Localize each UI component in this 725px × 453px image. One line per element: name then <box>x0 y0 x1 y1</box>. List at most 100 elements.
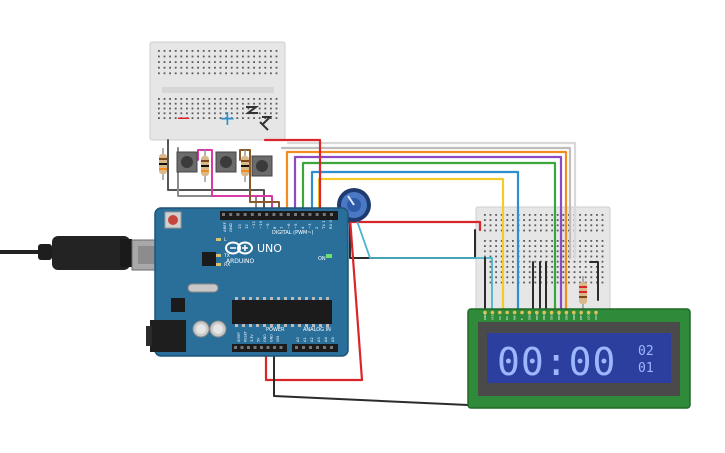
breadboard-hole[interactable] <box>528 250 531 253</box>
breadboard-hole[interactable] <box>601 276 604 279</box>
breadboard-hole[interactable] <box>484 214 486 216</box>
breadboard-hole[interactable] <box>506 271 509 273</box>
lcd-pin-pad[interactable] <box>512 310 517 315</box>
breadboard-hole[interactable] <box>191 102 194 105</box>
breadboard-hole[interactable] <box>275 61 278 63</box>
breadboard-hole[interactable] <box>202 55 205 58</box>
breadboard-hole[interactable] <box>596 214 598 216</box>
wire-brown[interactable] <box>239 149 280 214</box>
breadboard-hole[interactable] <box>601 266 604 268</box>
breadboard-hole[interactable] <box>258 98 261 100</box>
breadboard-hole[interactable] <box>551 250 553 253</box>
breadboard-hole[interactable] <box>208 72 211 75</box>
breadboard-hole[interactable] <box>556 276 559 279</box>
breadboard-hole[interactable] <box>214 72 216 75</box>
breadboard-hole[interactable] <box>489 245 492 247</box>
breadboard-hole[interactable] <box>186 112 188 115</box>
breadboard-hole[interactable] <box>523 240 525 242</box>
breadboard-hole[interactable] <box>197 107 199 110</box>
breadboard-hole[interactable] <box>264 102 267 105</box>
breadboard-hole[interactable] <box>579 250 581 253</box>
breadboard-hole[interactable] <box>236 55 239 58</box>
wire-red[interactable] <box>328 220 482 232</box>
breadboard-hole[interactable] <box>506 250 509 253</box>
breadboard-hole[interactable] <box>158 55 160 58</box>
breadboard-hole[interactable] <box>253 61 255 63</box>
breadboard-hole[interactable] <box>253 117 255 119</box>
breadboard-hole[interactable] <box>579 229 581 232</box>
breadboard-hole[interactable] <box>500 281 503 284</box>
breadboard-hole[interactable] <box>506 245 509 247</box>
breadboard-hole[interactable] <box>590 219 593 221</box>
breadboard-hole[interactable] <box>528 276 531 279</box>
breadboard-hole[interactable] <box>579 214 581 216</box>
breadboard-hole[interactable] <box>219 98 222 100</box>
wire-gray[interactable] <box>280 146 572 260</box>
breadboard-hole[interactable] <box>258 61 261 63</box>
lcd-pin-pad[interactable] <box>564 310 569 315</box>
breadboard-hole[interactable] <box>489 276 492 279</box>
lcd-pin-pad[interactable] <box>505 310 510 315</box>
breadboard-hole[interactable] <box>562 281 565 284</box>
breadboard-hole[interactable] <box>230 72 233 75</box>
breadboard-hole[interactable] <box>186 102 188 105</box>
breadboard-hole[interactable] <box>236 61 239 63</box>
wire-pink[interactable] <box>197 149 273 214</box>
digital-pin-hole[interactable] <box>308 213 312 216</box>
breadboard-hole[interactable] <box>528 281 531 284</box>
breadboard-hole[interactable] <box>484 224 486 227</box>
breadboard-hole[interactable] <box>495 229 497 232</box>
breadboard-hole[interactable] <box>202 107 205 110</box>
breadboard-hole[interactable] <box>506 255 509 258</box>
breadboard-hole[interactable] <box>523 224 525 227</box>
wire-green[interactable] <box>301 161 557 312</box>
breadboard-hole[interactable] <box>512 224 514 227</box>
breadboard-hole[interactable] <box>551 281 553 284</box>
breadboard-hole[interactable] <box>590 214 593 216</box>
breadboard-hole[interactable] <box>523 214 525 216</box>
breadboard-hole[interactable] <box>495 219 497 221</box>
breadboard-hole[interactable] <box>596 266 598 268</box>
breadboard-hole[interactable] <box>270 112 272 115</box>
breadboard-hole[interactable] <box>523 229 525 232</box>
resistor-3[interactable] <box>241 150 249 182</box>
analog-pin-hole[interactable] <box>302 346 305 349</box>
breadboard-hole[interactable] <box>601 240 604 242</box>
breadboard-hole[interactable] <box>506 219 509 221</box>
breadboard-hole[interactable] <box>214 117 216 119</box>
breadboard-hole[interactable] <box>163 61 166 63</box>
power-pin-hole[interactable] <box>266 346 270 349</box>
breadboard-hole[interactable] <box>500 245 503 247</box>
breadboard-hole[interactable] <box>500 214 503 216</box>
breadboard-hole[interactable] <box>562 219 565 221</box>
breadboard-hole[interactable] <box>169 66 171 69</box>
wire-red[interactable] <box>263 138 322 220</box>
breadboard-hole[interactable] <box>230 66 233 69</box>
breadboard-hole[interactable] <box>242 55 244 58</box>
breadboard-hole[interactable] <box>534 250 537 253</box>
wire-cyan[interactable] <box>355 217 493 311</box>
breadboard-hole[interactable] <box>506 224 509 227</box>
breadboard-hole[interactable] <box>242 50 244 52</box>
breadboard-hole[interactable] <box>562 250 565 253</box>
breadboard-hole[interactable] <box>534 260 537 263</box>
breadboard-hole[interactable] <box>506 276 509 279</box>
breadboard-hole[interactable] <box>596 255 598 258</box>
breadboard-hole[interactable] <box>253 66 255 69</box>
breadboard-hole[interactable] <box>264 98 267 100</box>
breadboard-hole[interactable] <box>579 260 581 263</box>
breadboard-hole[interactable] <box>230 112 233 115</box>
breadboard-hole[interactable] <box>202 102 205 105</box>
breadboard-hole[interactable] <box>489 260 492 263</box>
breadboard-hole[interactable] <box>219 102 222 105</box>
breadboard-hole[interactable] <box>556 260 559 263</box>
breadboard-hole[interactable] <box>275 72 278 75</box>
breadboard-hole[interactable] <box>180 107 183 110</box>
lcd-pin-pad[interactable] <box>520 310 524 315</box>
breadboard-hole[interactable] <box>523 271 525 273</box>
breadboard-hole[interactable] <box>506 229 509 232</box>
breadboard-hole[interactable] <box>590 271 593 273</box>
breadboard-hole[interactable] <box>208 50 211 52</box>
breadboard-top[interactable]: − + <box>149 41 286 141</box>
breadboard-hole[interactable] <box>573 276 576 279</box>
